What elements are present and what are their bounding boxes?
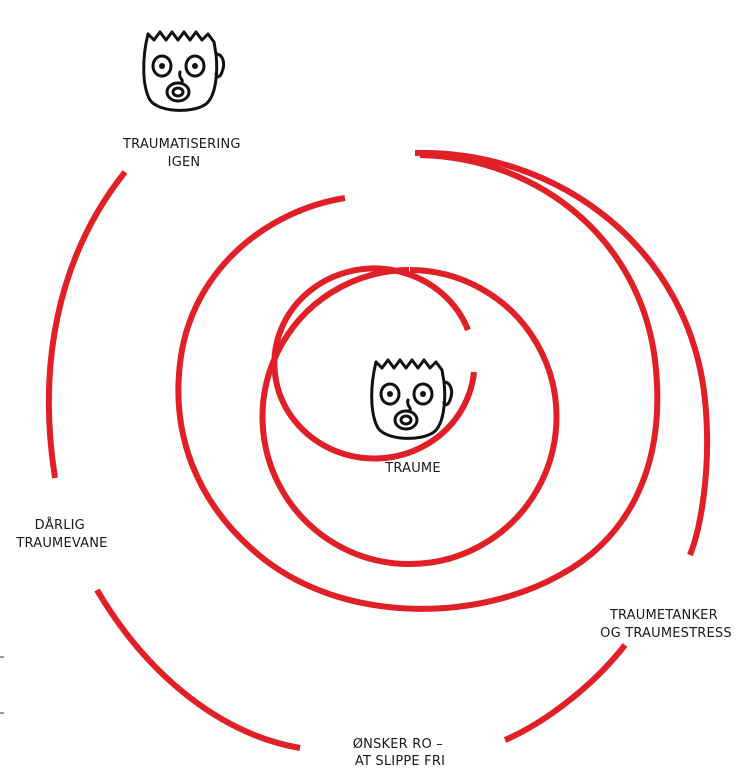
label-center: TRAUME [384, 461, 441, 476]
spiral-outer-bottom-right [503, 643, 628, 743]
shocked-face-icon [142, 30, 226, 112]
spiral-ring-3 [175, 152, 661, 612]
label-bottom-line-1: ØNSKER RO – [353, 737, 443, 752]
label-left-line-2: TRAUMEVANE [15, 536, 107, 551]
label-top-line-1: TRAUMATISERING [122, 137, 241, 152]
spiral-ring-2 [259, 267, 560, 567]
label-right-line-2: OG TRAUMESTRESS [600, 626, 732, 641]
label-left: DÅRLIG TRAUMEVANE [15, 517, 107, 551]
label-right: TRAUMETANKER OG TRAUMESTRESS [600, 608, 732, 641]
spiral-outer-left [45, 170, 128, 479]
shocked-face-icon [370, 358, 454, 440]
label-left-line-1: DÅRLIG [35, 517, 85, 533]
label-bottom-line-2: AT SLIPPE FRI [355, 754, 445, 769]
label-top: TRAUMATISERING IGEN [122, 137, 245, 170]
label-center-line-1: TRAUME [384, 461, 441, 476]
spiral-outer-bottom-left [94, 588, 301, 751]
label-right-line-1: TRAUMETANKER [609, 608, 718, 623]
label-top-line-2: IGEN [168, 155, 201, 170]
spiral [45, 149, 711, 751]
label-bottom: ØNSKER RO – AT SLIPPE FRI [353, 737, 448, 769]
spiral-outer-right [414, 149, 711, 557]
